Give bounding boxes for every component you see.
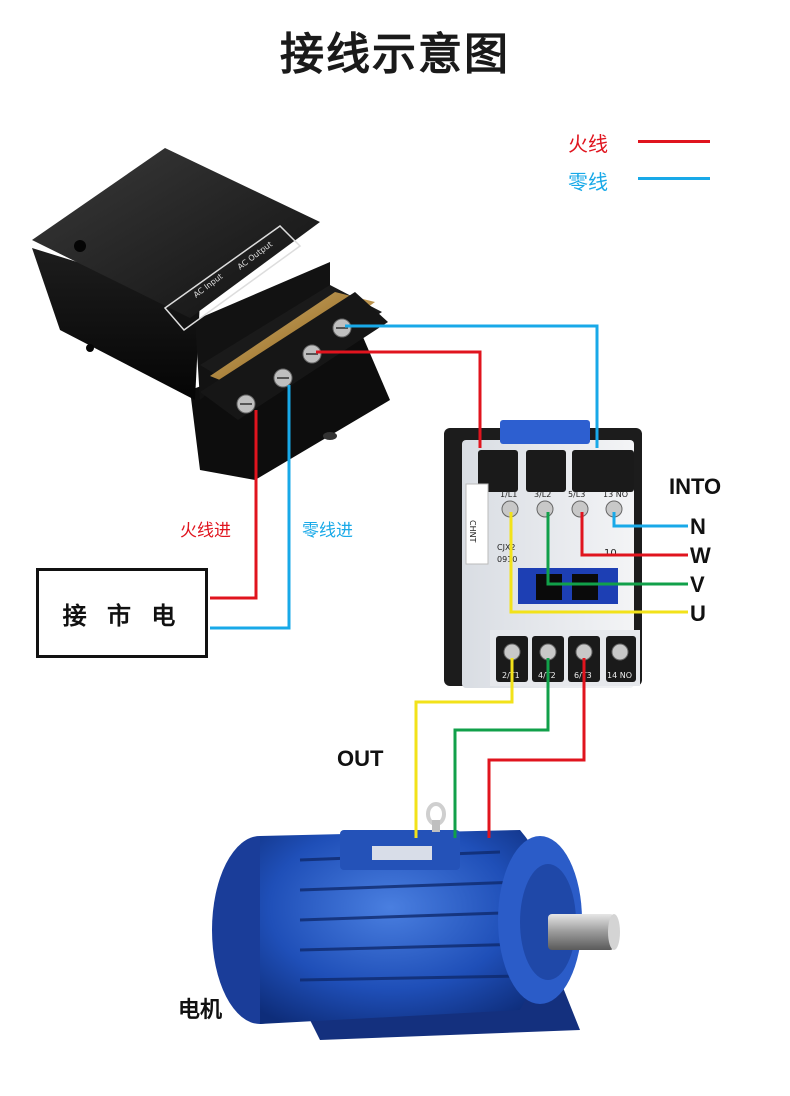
legend-live-line xyxy=(638,140,710,143)
wire-v xyxy=(546,512,688,586)
out-label: OUT xyxy=(337,746,384,771)
wire-neutral-mains xyxy=(210,385,291,630)
wire-live-module-to-contactor xyxy=(316,350,482,448)
wire-neutral-module-to-contactor xyxy=(345,324,599,448)
wires xyxy=(210,324,688,838)
diagram-title: 接线示意图 xyxy=(280,29,510,80)
live-in-label: 火线进 xyxy=(180,521,231,541)
svg-text:14 NO: 14 NO xyxy=(607,671,632,680)
neutral-in-label: 零线进 xyxy=(302,521,353,541)
svg-text:0910: 0910 xyxy=(497,555,517,564)
legend-neutral-line xyxy=(638,177,710,180)
legend-live-label: 火线 xyxy=(568,132,608,156)
mains-power-box: 接 市 电 xyxy=(36,568,208,658)
wire-out-green xyxy=(453,658,550,838)
controller-module: AC Input AC Output xyxy=(32,148,390,480)
into-label: INTO xyxy=(669,474,722,499)
motor-label: 电机 xyxy=(178,998,223,1023)
motor xyxy=(212,802,620,1040)
svg-text:5/L3: 5/L3 xyxy=(568,490,585,499)
legend-neutral-label: 零线 xyxy=(568,170,608,194)
phase-label-w: W xyxy=(690,543,711,568)
svg-text:CHNT: CHNT xyxy=(468,520,477,543)
svg-text:1/L1: 1/L1 xyxy=(500,490,517,499)
wire-live-mains xyxy=(210,410,258,600)
wire-n xyxy=(612,512,688,528)
svg-text:13 NO: 13 NO xyxy=(603,490,628,499)
svg-text:3/L2: 3/L2 xyxy=(534,490,551,499)
wire-u xyxy=(509,512,688,614)
wire-w xyxy=(580,512,688,557)
phase-label-v: V xyxy=(690,572,705,597)
mains-power-label: 接 市 电 xyxy=(62,601,182,630)
phase-label-u: U xyxy=(690,601,706,626)
phase-label-n: N xyxy=(690,514,706,539)
svg-text:CJX2: CJX2 xyxy=(497,543,516,552)
wire-out-red xyxy=(487,658,586,838)
wire-out-yellow xyxy=(414,658,514,838)
